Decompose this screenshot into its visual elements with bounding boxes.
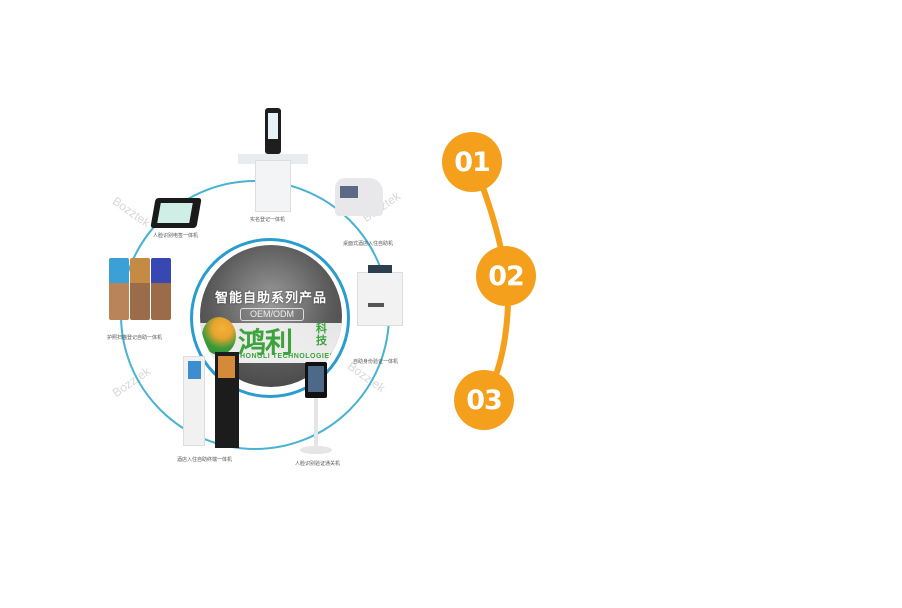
brand-name-small: 科技: [316, 322, 327, 347]
terminal-base-icon: [300, 446, 332, 454]
step-03[interactable]: 03: [454, 370, 514, 430]
step-markers: 01 02 03: [440, 130, 550, 440]
kiosk-screen-icon: [265, 108, 281, 154]
product-caption: 人脸识别验证通关机: [295, 461, 341, 467]
product-caption: 酒店入住自助终端一体机: [177, 457, 233, 463]
product-caption: 人脸识别电签一体机: [153, 233, 199, 239]
step-01[interactable]: 01: [442, 132, 502, 192]
kiosk-base-icon: [255, 160, 291, 212]
step-02[interactable]: 02: [476, 246, 536, 306]
inner-ring: [190, 238, 350, 398]
watermark: Bozztek: [109, 194, 153, 230]
signature-tablet-icon: [150, 198, 202, 228]
kiosk-desk-icon: [238, 154, 308, 164]
center-title: 智能自助系列产品: [214, 291, 327, 306]
brand-logo-icon: [202, 317, 236, 355]
brand-english: HONGLI TECHNOLOGIES: [240, 353, 335, 360]
brand-name: 鸿利: [238, 326, 293, 359]
cabinet-machine-icon: [357, 265, 403, 326]
product-caption: 护照扫描登记自助一体机: [107, 335, 163, 341]
product-caption: 实名登记一体机: [250, 217, 286, 223]
product-circle-diagram: Bozztek Bozztek Bozztek Bozztek 智能自助系列产品…: [95, 100, 435, 480]
oem-badge: OEM/ODM: [240, 308, 304, 321]
product-caption: 自助身份验证一体机: [353, 359, 399, 365]
desktop-machine-icon: [335, 178, 383, 216]
face-terminal-icon: [305, 362, 327, 398]
product-caption: 桌面式酒店入住自助机: [343, 241, 394, 247]
terminal-pole-icon: [314, 398, 318, 450]
passport-kiosks-icon: [109, 258, 173, 322]
white-kiosk-icon: [183, 356, 205, 446]
black-kiosk-icon: [215, 352, 239, 448]
